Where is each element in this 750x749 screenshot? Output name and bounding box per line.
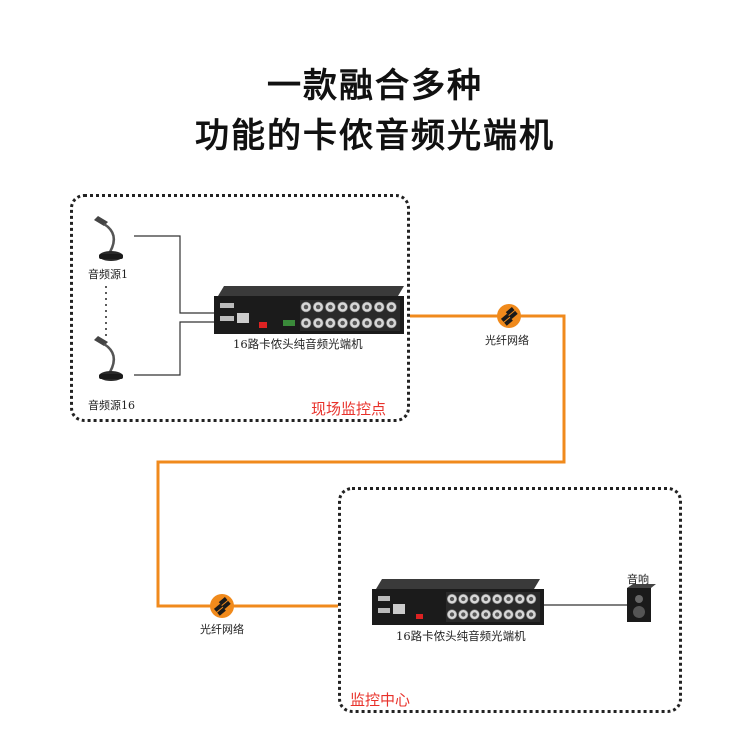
xlr-port-pin (528, 596, 534, 602)
site-xlr-ports (300, 301, 397, 329)
monitor-zone (338, 487, 682, 713)
xlr-port-pin (472, 612, 477, 617)
xlr-port-pin (364, 320, 370, 326)
xlr-port-pin (328, 304, 333, 310)
fiber-connector-icon (497, 304, 521, 328)
monitor-xlr-ports (446, 593, 537, 620)
xlr-port-pin (449, 596, 455, 602)
microphone-icon (94, 216, 123, 261)
xlr-port-pin (495, 612, 500, 617)
xlr-port-pin (483, 612, 489, 617)
xlr-port-pin (461, 612, 466, 617)
xlr-port-pin (340, 304, 345, 310)
xlr-port-pin (328, 320, 333, 326)
xlr-port-pin (449, 612, 455, 617)
site-zone-label: 现场监控点 (311, 400, 387, 418)
fiber-connector-icon (210, 594, 234, 618)
xlr-port-pin (376, 320, 382, 326)
xlr-port-pin (389, 320, 394, 326)
source-1-label: 音频源1 (88, 268, 128, 281)
xlr-port-pin (364, 304, 370, 310)
xlr-port-pin (495, 596, 500, 602)
page-title-line2: 功能的卡侬音频光端机 (195, 116, 555, 156)
speaker-label: 音响 (627, 573, 649, 586)
xlr-port-pin (315, 304, 321, 310)
monitor-zone-label: 监控中心 (350, 691, 411, 709)
xlr-port-pin (528, 612, 534, 617)
microphone-icon (94, 336, 123, 381)
site-zone (70, 194, 410, 422)
page-title-line1: 一款融合多种 (267, 66, 483, 106)
xlr-port-pin (506, 596, 511, 602)
fiber-network-label-bottom: 光纤网络 (200, 623, 244, 636)
xlr-port-pin (352, 304, 358, 310)
xlr-port-pin (352, 320, 358, 326)
xlr-port-pin (389, 304, 394, 310)
xlr-port-pin (315, 320, 321, 326)
source-16-label: 音频源16 (88, 399, 135, 412)
xlr-port-pin (517, 612, 522, 617)
xlr-port-pin (340, 320, 345, 326)
xlr-port-pin (303, 320, 309, 326)
site-device-label: 16路卡侬头纯音频光端机 (233, 337, 363, 351)
monitor-device-label: 16路卡侬头纯音频光端机 (396, 629, 526, 643)
speaker-icon (627, 584, 656, 622)
xlr-port-pin (472, 596, 477, 602)
fiber-link (156, 314, 566, 608)
xlr-port-pin (517, 596, 522, 602)
xlr-port-pin (461, 596, 466, 602)
xlr-port-pin (376, 304, 382, 310)
audio-wiring (105, 235, 214, 376)
xlr-port-pin (303, 304, 309, 310)
xlr-port-pin (506, 612, 511, 617)
xlr-port-pin (483, 596, 489, 602)
fiber-network-label-top: 光纤网络 (485, 334, 529, 347)
